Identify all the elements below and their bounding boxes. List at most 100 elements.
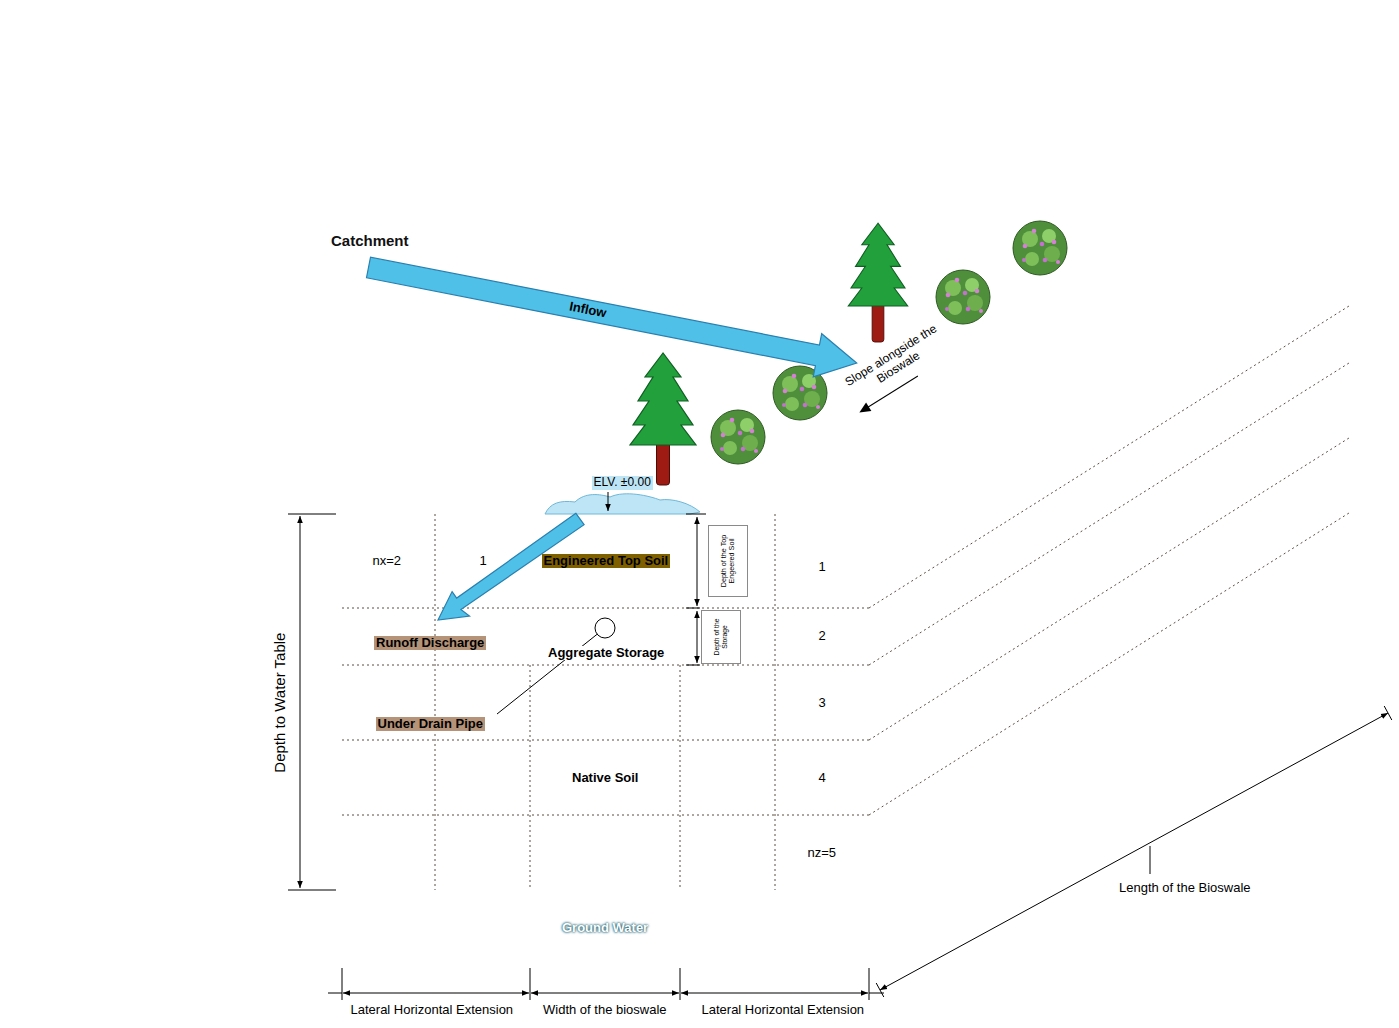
- leader-line: [1150, 846, 1151, 874]
- dimension-tick: [876, 983, 884, 997]
- dimension-tick: [680, 968, 681, 1000]
- bioswale-surface: Slope alongside the Bioswale: [530, 212, 1190, 514]
- grid-line: [435, 514, 436, 890]
- layer-index: 4: [819, 771, 826, 786]
- engineered-soil-layer-shape: [531, 515, 682, 608]
- shrub: [1013, 221, 1067, 275]
- dimension-label: Lateral Horizontal Extension: [351, 1003, 514, 1018]
- raindrop: [1131, 129, 1141, 149]
- dimension-tick: [288, 890, 336, 891]
- dimension-line: [300, 516, 301, 888]
- raindrop: [1101, 121, 1111, 141]
- raindrop: [486, 98, 496, 118]
- shrub: [936, 270, 990, 324]
- raindrop: [1067, 170, 1077, 190]
- raindrop: [392, 123, 402, 143]
- dimension-label: Depth to Water Table: [271, 632, 288, 772]
- dimension-tick: [530, 968, 531, 1000]
- edge-label: Inflow: [568, 299, 608, 321]
- raindrop: [1107, 171, 1117, 191]
- grid-line: [869, 438, 1349, 740]
- underdrain-pipe: [595, 618, 615, 638]
- raindrop: [425, 116, 435, 136]
- grid-line: [775, 514, 776, 890]
- soil-section-outline: [342, 514, 869, 890]
- node-text: Engineered Top Soil: [542, 554, 671, 569]
- node-text: Native Soil: [572, 771, 638, 786]
- tree: [630, 353, 696, 485]
- grid-line: [869, 513, 1349, 815]
- slope-arrowhead: [857, 402, 872, 416]
- block-top-face: [342, 212, 1349, 514]
- node-text: Catchment: [331, 232, 409, 249]
- cloud: [1049, 69, 1179, 120]
- node-text: Aggregate Storage: [546, 646, 666, 661]
- soil-section: Native Soil Engineered Top SoilAggregate …: [342, 514, 869, 890]
- dimension-tick: [1384, 706, 1392, 720]
- raindrop: [465, 128, 475, 148]
- part-label: Under Drain Pipe: [376, 717, 485, 732]
- raindrop: [1088, 148, 1098, 168]
- dimension-line: [328, 993, 342, 994]
- soil-section-shape: [343, 515, 869, 890]
- dimension-label: Depth of the Top Engeered Soil: [708, 525, 748, 597]
- dimension-tick: [342, 968, 343, 1000]
- raindrop: [1072, 128, 1082, 148]
- dimension-tick: [686, 608, 700, 609]
- dimension-tick: [869, 968, 870, 1000]
- groundwater-band: Ground Water: [342, 890, 869, 966]
- grid-line: [342, 608, 869, 609]
- elevation-arrow: [608, 492, 609, 511]
- node-text: Ground Water: [562, 921, 648, 936]
- grid-line: [342, 740, 869, 741]
- catchment-area-shape: [0, 180, 737, 345]
- node-text: Slope alongside the Bioswale: [838, 319, 953, 405]
- column-index: nx=2: [373, 554, 402, 569]
- dimension-tick: [686, 665, 700, 666]
- column-index: 1: [480, 554, 487, 569]
- aggregate-storage-layer: Aggregate Storage: [530, 608, 682, 665]
- raindrop: [1135, 166, 1145, 186]
- grid-line: [680, 665, 681, 890]
- raindrop: [436, 134, 446, 154]
- dimension-tick: [686, 514, 706, 515]
- cloud: [371, 18, 519, 76]
- aggregate-storage-layer-shape: [531, 609, 682, 665]
- grid-line: [869, 306, 1349, 608]
- engineered-soil-layer: Engineered Top Soil: [530, 514, 682, 608]
- raindrop: [396, 83, 406, 103]
- layer-index: 1: [819, 560, 826, 575]
- bioswale-surface-outline: [530, 212, 1190, 514]
- catchment-area-outline: [0, 180, 737, 345]
- bioswale-surface-shape: [530, 212, 1190, 514]
- dimension-line: [880, 713, 1388, 990]
- dimension-line: [343, 993, 529, 994]
- flow-arrow: [366, 257, 856, 377]
- block-side-face: [869, 212, 1349, 890]
- dimension-label: Length of the Bioswale: [1119, 881, 1251, 896]
- raindrop: [450, 101, 460, 121]
- layer-index: nz=5: [808, 846, 837, 861]
- raindrop: [435, 83, 445, 103]
- dimension-line: [681, 993, 868, 994]
- grid-line: [869, 363, 1349, 665]
- raindrop: [467, 83, 477, 103]
- grid-line: [342, 815, 869, 816]
- catchment-area: Catchment: [0, 180, 737, 345]
- shrub: [711, 410, 765, 464]
- elevation-label: ELV. ±0.00: [592, 476, 653, 490]
- layer-index: 2: [819, 629, 826, 644]
- dimension-tick: [288, 514, 336, 515]
- dimension-label: Lateral Horizontal Extension: [702, 1003, 865, 1018]
- dimension-line: [531, 993, 679, 994]
- dimension-label: Depth of the Storage: [701, 610, 741, 664]
- groundwater-side: [869, 588, 1349, 966]
- dimension-line: [697, 611, 698, 663]
- layer-index: 3: [819, 696, 826, 711]
- grid-line: [530, 665, 531, 890]
- tree: [848, 223, 907, 342]
